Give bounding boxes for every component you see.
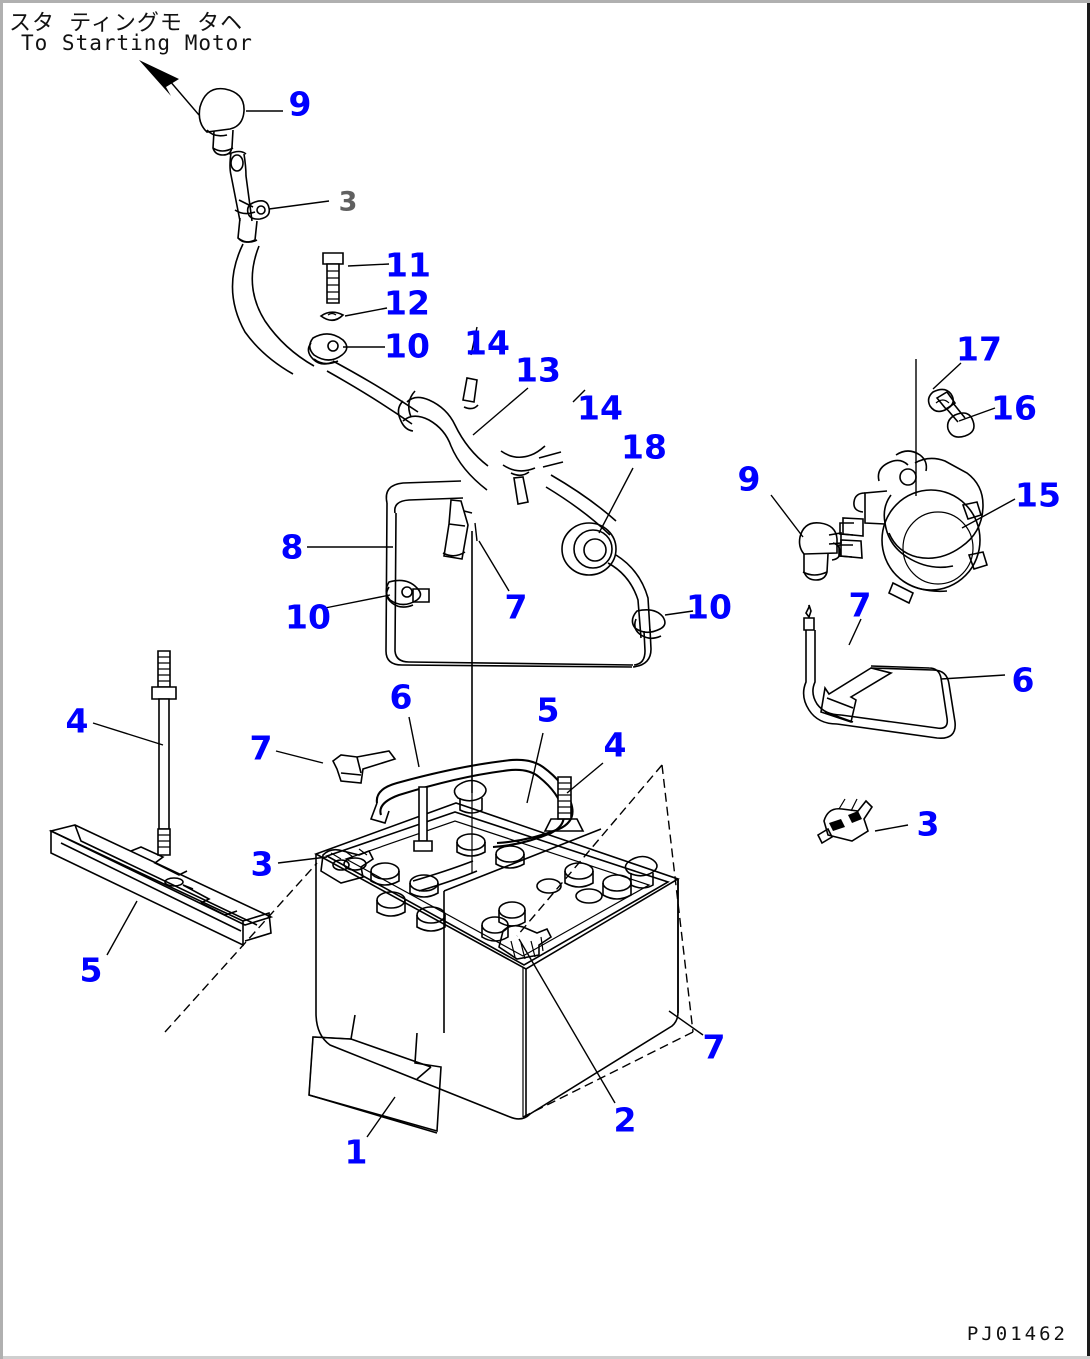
part-9-cable-upper [229, 152, 314, 375]
part-8-cable-frame [386, 481, 651, 667]
callout-12[interactable]: 12 [384, 283, 430, 323]
part-18-grommet [546, 475, 650, 638]
part-4-threaded-rod-left [152, 651, 176, 855]
battery-assembly [309, 777, 678, 1133]
leader-lines [93, 111, 1015, 1137]
callout-1[interactable]: 1 [344, 1132, 368, 1172]
callout-10-b[interactable]: 10 [285, 597, 331, 637]
callout-9-right[interactable]: 9 [737, 459, 761, 499]
part-7-lug-left [333, 751, 395, 783]
part-16-relay-bolt [937, 392, 974, 437]
callout-3-left[interactable]: 3 [250, 844, 274, 884]
callout-5-left[interactable]: 5 [79, 950, 103, 990]
diagram-artwork [3, 60, 1090, 1359]
part-11-bolt [323, 253, 343, 303]
callout-7-d[interactable]: 7 [702, 1027, 726, 1067]
callout-14-b[interactable]: 14 [577, 388, 623, 428]
callout-7-c[interactable]: 7 [249, 728, 273, 768]
callout-7-a[interactable]: 7 [504, 587, 528, 627]
callout-13[interactable]: 13 [515, 350, 561, 390]
callout-17[interactable]: 17 [956, 329, 1002, 369]
part-12-washer [321, 312, 343, 320]
callout-10-c[interactable]: 10 [686, 587, 732, 627]
part-15-starter-relay [839, 451, 987, 603]
sheet-border-bottom [3, 1356, 1090, 1359]
part-17-relay-nut [929, 389, 954, 411]
callout-8[interactable]: 8 [280, 527, 304, 567]
header-english-label: To Starting Motor [21, 31, 253, 55]
callout-14-a[interactable]: 14 [464, 323, 510, 363]
starting-motor-arrow [139, 60, 199, 115]
callout-7-b[interactable]: 7 [848, 585, 872, 625]
part-6-battery-cable [371, 760, 573, 891]
callout-18[interactable]: 18 [621, 427, 667, 467]
callout-9-top[interactable]: 9 [288, 84, 312, 124]
callout-10-a[interactable]: 10 [384, 326, 430, 366]
drawing-number: PJ01462 [966, 1323, 1068, 1345]
part-10-eyelet-top [308, 334, 346, 364]
callout-5-mid[interactable]: 5 [536, 690, 560, 730]
callout-6-mid[interactable]: 6 [389, 677, 413, 717]
callout-4-left[interactable]: 4 [65, 701, 89, 741]
part-10-eyelet-frame-right [632, 610, 664, 638]
battery-tray-ghost [165, 765, 693, 1117]
callout-15[interactable]: 15 [1015, 475, 1061, 515]
callout-4-mid[interactable]: 4 [603, 725, 627, 765]
sheet-border-right [1087, 3, 1090, 1359]
part-7-lug-center [443, 500, 477, 793]
part-9-cable-boot-right [800, 523, 842, 580]
part-6-cable-loop-right [804, 605, 956, 738]
part-3-clamp-right [818, 799, 872, 843]
part-5-hold-down-rail [51, 825, 271, 945]
callout-6-right[interactable]: 6 [1011, 660, 1035, 700]
part-10-eyelet-frame-left [386, 580, 429, 607]
callout-16[interactable]: 16 [991, 388, 1037, 428]
callout-3-top[interactable]: 3 [338, 186, 358, 218]
callout-11[interactable]: 11 [385, 245, 431, 285]
header-japanese-label: スタ ティングモ タヘ [9, 11, 244, 36]
part-13-cable-sleeve [327, 361, 563, 504]
callout-2[interactable]: 2 [613, 1100, 637, 1140]
callout-3-right[interactable]: 3 [916, 804, 940, 844]
part-9-cable-boot-top [199, 89, 244, 155]
